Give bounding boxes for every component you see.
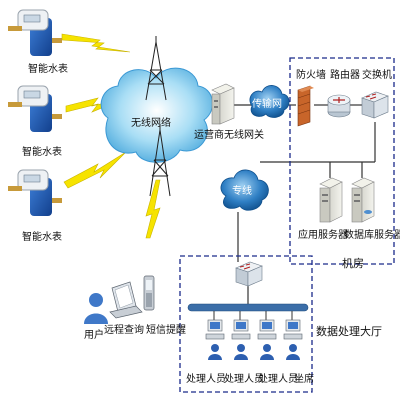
remote-query-label: 远程查询 — [104, 325, 144, 336]
workstation-4 — [283, 311, 303, 360]
smart-meter-3 — [8, 169, 62, 216]
app-server-icon — [319, 177, 343, 223]
firewall-label: 防火墙 — [296, 70, 326, 81]
transmission-network-label: 传输网 — [252, 99, 282, 110]
antenna-tower-top — [145, 36, 167, 101]
meter-label-3: 智能水表 — [22, 232, 62, 243]
staff-label-1: 处理人员 — [186, 374, 226, 385]
machine-room-border — [289, 57, 395, 265]
user-label: 用户 — [84, 330, 104, 341]
data-hall-label: 数据处理大厅 — [316, 325, 382, 338]
laptop-icon — [109, 281, 143, 319]
workstation-3 — [257, 311, 277, 360]
connection-lines — [232, 104, 376, 306]
staff-label-2: 处理人员 — [224, 374, 264, 385]
hall-network-bus — [187, 303, 309, 312]
mobile-phone-icon — [143, 275, 155, 311]
user-icon — [84, 293, 108, 324]
switch-label: 交换机 — [362, 70, 392, 81]
antenna-tower-bottom — [149, 124, 171, 197]
workstation-2 — [231, 311, 251, 360]
data-hall-border — [179, 255, 313, 393]
smart-meter-2 — [8, 85, 62, 132]
switch-icon — [361, 91, 389, 119]
wireless-network-label: 无线网络 — [131, 118, 171, 129]
database-server-icon — [351, 177, 375, 223]
workstations — [205, 311, 303, 360]
agent-seat-label: 坐席 — [294, 374, 314, 385]
operator-gateway-server-icon — [211, 83, 235, 125]
router-icon — [327, 94, 351, 118]
workstation-1 — [205, 311, 225, 360]
smart-meter-1 — [8, 9, 62, 56]
router-label: 路由器 — [330, 70, 360, 81]
firewall-icon — [297, 85, 314, 127]
app-server-label: 应用服务器 — [298, 230, 348, 241]
lightning-bolt — [145, 179, 161, 239]
dedicated-line-cloud — [220, 169, 269, 211]
dedicated-line-label: 专线 — [232, 186, 252, 197]
staff-label-3: 处理人员 — [258, 374, 298, 385]
db-server-label: 数据库服务器 — [344, 230, 400, 241]
lightning-bolt — [63, 151, 127, 189]
lightning-bolt — [61, 33, 131, 53]
sms-reminder-label: 短信提醒 — [146, 325, 186, 336]
machine-room-label: 机房 — [342, 257, 364, 270]
hall-switch-icon — [235, 261, 263, 287]
meter-label-2: 智能水表 — [22, 147, 62, 158]
meter-label-1: 智能水表 — [28, 64, 68, 75]
transmission-network-cloud — [249, 85, 290, 118]
operator-gateway-label: 运营商无线网关 — [194, 130, 264, 141]
